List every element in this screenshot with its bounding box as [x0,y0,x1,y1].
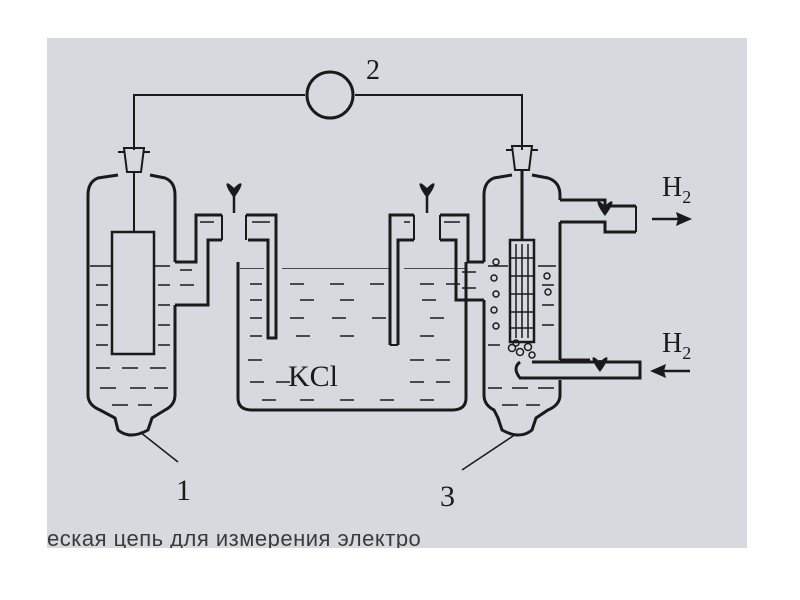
inlet-stopcock [592,357,608,372]
left-stopcock [226,183,242,213]
kcl-beaker [236,262,468,412]
label-h2-in: H2 [662,328,691,363]
hydrogen-bubbles [490,258,552,359]
leader-line-3 [461,433,517,471]
left-solution [90,265,170,406]
label-meter: 2 [366,55,380,86]
right-electrode-vessel [482,145,562,437]
label-kcl: KCl [288,360,338,393]
label-electrode-3: 3 [440,480,455,513]
leader-line-1 [139,431,179,463]
right-siphon-tube [388,213,484,346]
label-electrode-1: 1 [176,474,191,507]
right-stopcock [419,183,435,213]
hydrogen-inlet-tube [514,358,642,380]
right-siphon-solution [404,221,476,289]
left-siphon-tube [175,213,278,340]
outlet-stopcock [597,201,613,216]
left-electrode-vessel [86,147,177,437]
circuit-wire [133,94,523,150]
outflow-arrow [652,212,692,226]
kcl-solution [240,268,466,401]
right-solution [488,265,556,406]
label-h2-out: H2 [662,172,691,207]
platinum-electrode [510,244,534,338]
inflow-arrow [650,364,690,378]
left-siphon-solution [180,221,270,286]
galvanometer [305,70,355,120]
hydrogen-outlet-tube [560,198,637,234]
figure-caption: еская цепь для измерения электро [47,526,422,548]
